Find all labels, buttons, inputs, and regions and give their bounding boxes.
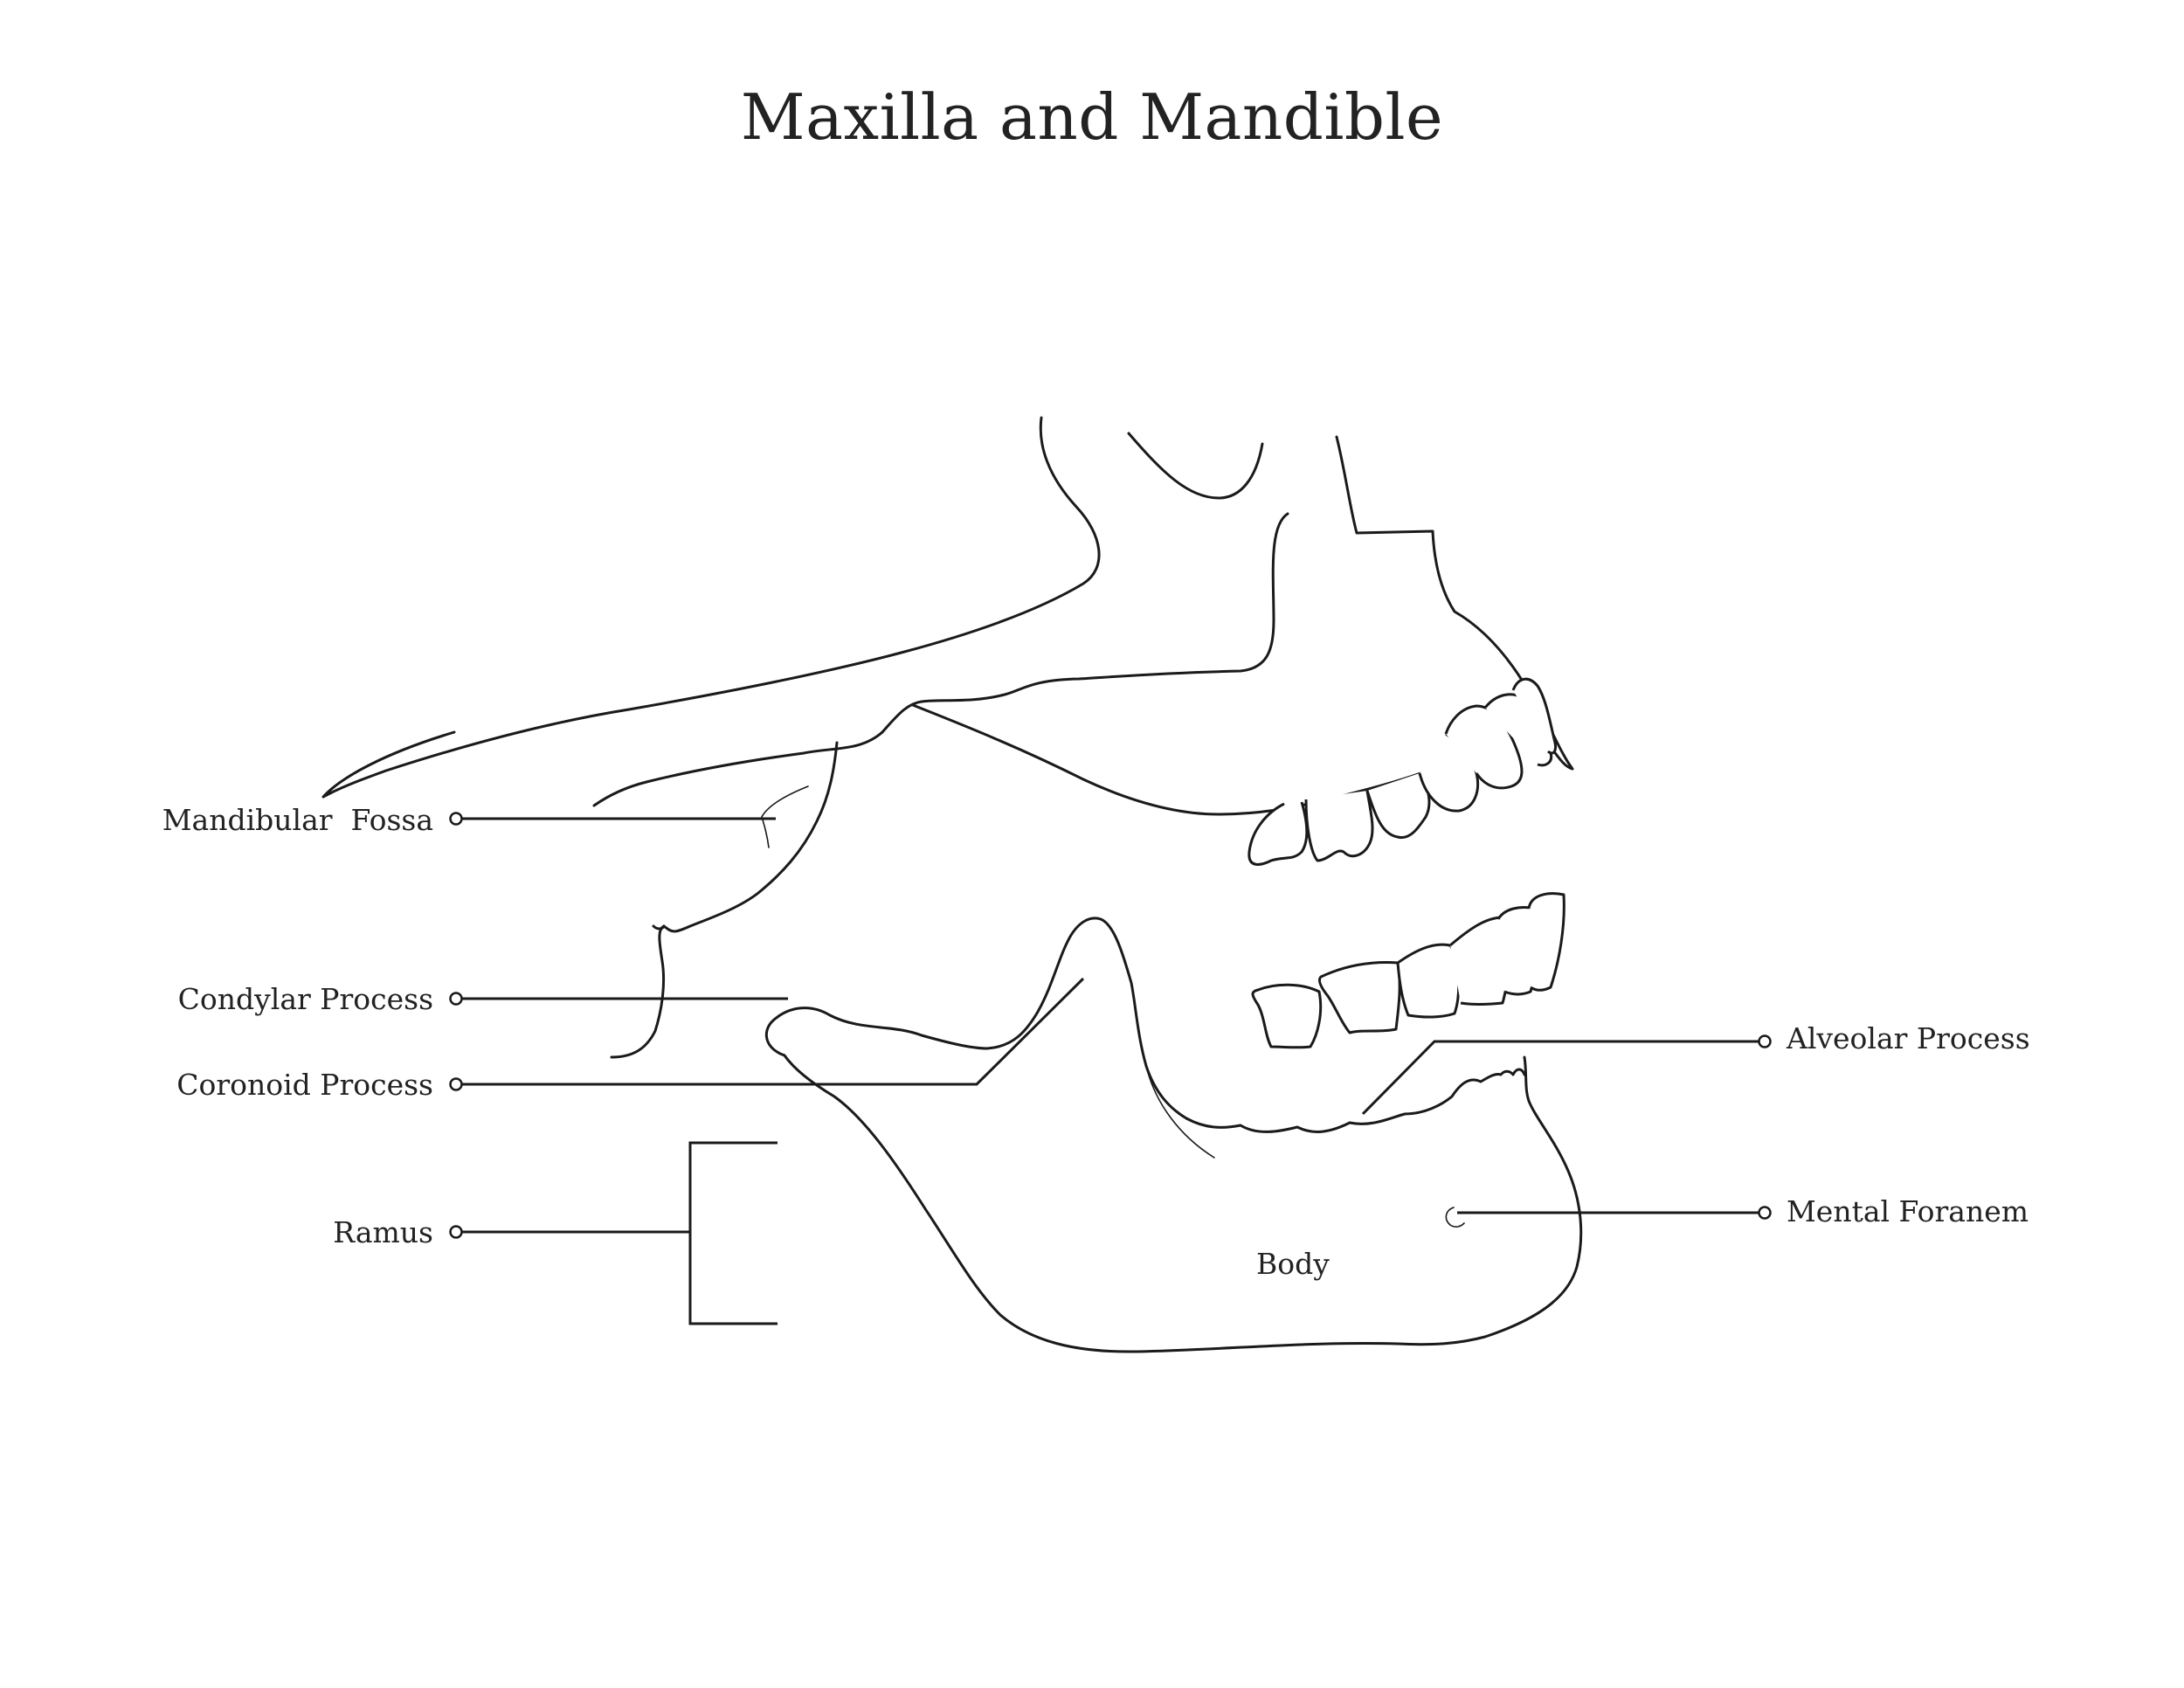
label-mandibular-fossa: Mandibular Fossa <box>162 803 433 837</box>
label-coronoid-process: Coronoid Process <box>176 1068 433 1102</box>
condylar-process-anchor <box>449 992 463 1006</box>
label-ramus: Ramus <box>333 1215 433 1249</box>
label-mental-foramen: Mental Foranem <box>1787 1194 2028 1228</box>
mental-foramen-anchor <box>1758 1206 1772 1220</box>
mandibular-fossa-anchor <box>449 812 463 826</box>
label-leaders <box>461 817 1759 1325</box>
coronoid-process-anchor <box>449 1077 463 1091</box>
label-alveolar-process: Alveolar Process <box>1786 1021 2030 1055</box>
mandible-outline <box>764 917 1583 1353</box>
diagram-title: Maxilla and Mandible <box>740 80 1444 154</box>
label-body: Body <box>1256 1247 1330 1281</box>
lower-teeth <box>1251 892 1565 1049</box>
upper-teeth <box>1248 677 1557 866</box>
alveolar-process-anchor <box>1758 1034 1772 1048</box>
ramus-anchor <box>449 1225 463 1239</box>
label-condylar-process: Condylar Process <box>178 982 433 1016</box>
